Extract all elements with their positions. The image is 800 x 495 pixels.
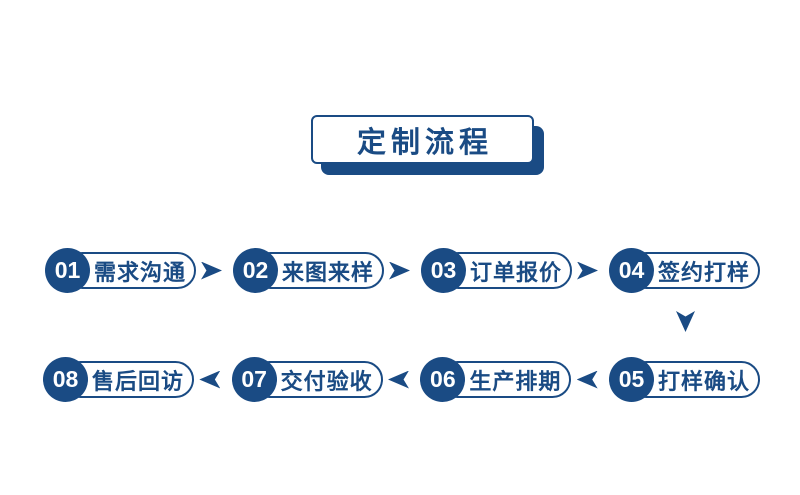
step-label: 来图来样 [282,259,375,285]
arrow-down-icon [676,311,695,332]
arrow-gap [565,370,609,389]
step-label: 签约打样 [658,259,751,285]
arrow-gap [566,261,609,280]
title-box: 定制流程 [311,115,534,164]
flow-step-06: 06 生产排期 [420,357,572,402]
flow-step-01: 01 需求沟通 [45,248,197,293]
step-number-badge: 04 [609,248,654,293]
flow-step-05: 05 打样确认 [609,357,761,402]
step-label: 售后回访 [92,368,185,394]
flow-row-2: 08 售后回访 07 交付验收 06 生产排期 05 [43,357,761,402]
title-group: 定制流程 [311,115,544,175]
flow-row-1: 01 需求沟通 02 来图来样 03 订单报价 04 [45,248,761,293]
arrow-left-icon [199,370,221,389]
arrow-right-icon [201,261,222,280]
step-number-badge: 05 [609,357,655,402]
step-label: 需求沟通 [94,259,187,285]
page-title: 定制流程 [356,126,493,159]
step-number-badge: 01 [45,248,90,293]
step-label: 交付验收 [280,368,373,394]
arrow-left-icon [388,370,409,389]
arrow-gap [377,370,421,389]
step-label: 订单报价 [470,259,563,285]
step-number-badge: 07 [231,357,277,402]
step-number-badge: 06 [420,357,466,402]
flow-step-08: 08 售后回访 [43,357,195,402]
arrow-gap [188,370,232,389]
step-label-pill: 签约打样 [628,252,761,289]
arrow-gap [378,261,421,280]
arrow-right-icon [389,261,410,280]
flow-step-03: 03 订单报价 [421,248,573,293]
step-number-badge: 03 [421,248,466,293]
step-number-badge: 02 [233,248,278,293]
step-number-badge: 08 [43,357,88,402]
flow-step-07: 07 交付验收 [231,357,383,402]
arrow-gap [190,261,233,280]
flow-step-02: 02 来图来样 [233,248,385,293]
arrow-right-icon [577,261,598,280]
step-label: 打样确认 [658,368,751,394]
arrow-left-icon [576,370,598,389]
step-label: 生产排期 [469,368,562,394]
flow-step-04: 04 签约打样 [609,248,761,293]
